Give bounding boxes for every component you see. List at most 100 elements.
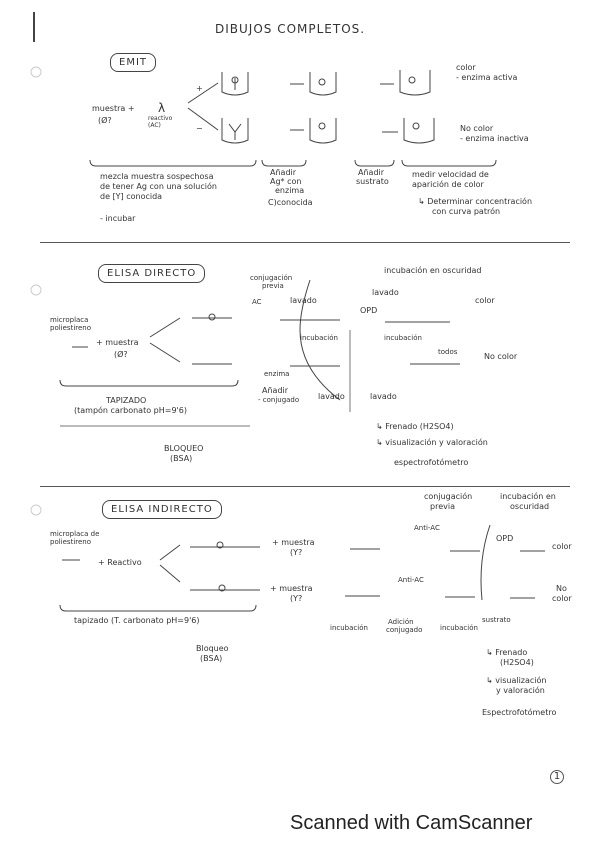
- ei-plate-1: microplaca de: [50, 530, 100, 538]
- emit-note-subs-2: sustrato: [356, 177, 389, 186]
- ei-dark-2: oscuridad: [510, 502, 550, 511]
- page-number: 1: [550, 770, 564, 784]
- punch-hole: [30, 66, 42, 78]
- branch-line-down: [187, 107, 219, 131]
- ed-stop: ↳ Frenado (H2SO4): [376, 422, 454, 431]
- emit-reagent: reactivo (AC): [148, 115, 173, 129]
- emit-note-add-1: Añadir: [270, 168, 297, 177]
- cup-icon: [221, 118, 249, 144]
- emit-note-mix-1: mezcla muestra sospechosa: [100, 172, 214, 181]
- emit-note-meas-1: medir velocidad de: [412, 170, 489, 179]
- ei-sample-a: + muestra: [272, 538, 315, 547]
- emit-heading: EMIT: [110, 53, 157, 72]
- emit-incubate: - incubar: [100, 214, 136, 223]
- ed-block-2: (BSA): [170, 454, 193, 463]
- emit-result-pos-2: - enzima activa: [456, 73, 518, 82]
- ei-block-1: Bloqueo: [196, 644, 229, 653]
- emit-result-neg-2: - enzima inactiva: [460, 134, 529, 143]
- ed-plate-1: microplaca: [50, 316, 89, 324]
- brace: [354, 159, 395, 167]
- ei-visual-1: ↳ visualización: [486, 676, 547, 685]
- ed-sample: + muestra: [96, 338, 139, 347]
- ed-coating-2: (tampón carbonato pH=9'6): [74, 406, 187, 415]
- ed-color-neg: No color: [484, 352, 518, 361]
- ei-color-neg-1: No: [556, 584, 567, 593]
- ed-wash3: lavado: [318, 392, 345, 401]
- brace: [89, 159, 257, 167]
- ei-sample-b2: (Y?: [290, 594, 303, 603]
- ei-opd: OPD: [496, 534, 514, 543]
- ed-color-pos: color: [475, 296, 495, 305]
- cup-icon: [309, 72, 337, 96]
- emit-plus-sign: +: [196, 84, 203, 93]
- ei-conj-1: conjugación: [424, 492, 473, 501]
- ei-stop-1: ↳ Frenado: [486, 648, 528, 657]
- ei-add-conj-2: conjugado: [386, 626, 423, 634]
- ed-conj-2: previa: [262, 282, 284, 290]
- brace: [401, 159, 497, 167]
- brace: [59, 379, 239, 387]
- emit-note-meas-2: aparición de color: [412, 180, 484, 189]
- emit-note-mix-3: de [Y] conocida: [100, 192, 163, 201]
- emit-result-neg-1: No color: [460, 124, 494, 133]
- ed-visual: ↳ visualización y valoración: [376, 438, 488, 447]
- ed-enzyme: enzima: [264, 370, 290, 378]
- ed-add-2: - conjugado: [258, 396, 300, 404]
- lambda-icon: λ: [158, 101, 166, 115]
- cup-icon: [399, 70, 431, 96]
- ei-substrate: sustrato: [482, 616, 511, 624]
- elisa-direct-heading: ELISA DIRECTO: [98, 264, 206, 283]
- ed-plate-2: poliestireno: [50, 324, 92, 332]
- ed-wash: lavado: [290, 296, 317, 305]
- ei-conj-2: previa: [430, 502, 455, 511]
- ei-color-pos: color: [552, 542, 572, 551]
- ei-anti-ac2: Anti-AC: [398, 576, 424, 584]
- emit-result-pos-1: color: [456, 63, 476, 72]
- ei-anti-ac: Anti-AC: [414, 524, 440, 532]
- ei-incubation: incubación: [330, 624, 368, 632]
- page-title: DIBUJOS COMPLETOS.: [215, 22, 366, 36]
- section-divider: [40, 242, 570, 243]
- branch-line-up: [187, 82, 219, 104]
- ei-visual-2: y valoración: [496, 686, 545, 695]
- brace: [59, 604, 257, 612]
- section-divider: [40, 486, 570, 487]
- ei-spectro: Espectrofotómetro: [482, 708, 557, 717]
- emit-note-mix-2: de tener Ag con una solución: [100, 182, 217, 191]
- cup-icon: [221, 72, 249, 96]
- emit-note-add-3: enzima: [275, 186, 305, 195]
- ei-add-conj-1: Adición: [388, 618, 414, 626]
- ei-sample-b: + muestra: [270, 584, 313, 593]
- ei-stop-2: (H2SO4): [500, 658, 534, 667]
- ed-incubation: incubación: [300, 334, 338, 342]
- ed-spectro: espectrofotómetro: [394, 458, 469, 467]
- brace: [261, 159, 307, 167]
- emit-note-add-4: C)conocida: [268, 198, 313, 207]
- ed-ac: AC: [252, 298, 262, 306]
- emit-note-conc-2: con curva patrón: [432, 207, 501, 216]
- ed-todos: todos: [438, 348, 458, 356]
- ed-add-1: Añadir: [262, 386, 289, 395]
- ed-sample2: (Ø?: [114, 350, 128, 359]
- ed-wash2: lavado: [372, 288, 399, 297]
- ed-incubation2: incubación: [384, 334, 422, 342]
- emit-note-subs-1: Añadir: [358, 168, 385, 177]
- cup-icon: [403, 118, 435, 144]
- elisa-indirect-heading: ELISA INDIRECTO: [102, 500, 222, 519]
- ei-plate-2: poliestireno: [50, 538, 92, 546]
- ei-sample-a2: (Y?: [290, 548, 303, 557]
- bracket: [299, 279, 341, 401]
- emit-note-conc-1: ↳ Determinar concentración: [418, 197, 533, 206]
- ei-reagent: + Reactivo: [98, 558, 142, 567]
- emit-sample: muestra +: [92, 104, 135, 113]
- ei-color-neg-2: color: [552, 594, 572, 603]
- ei-dark-1: incubación en: [500, 492, 556, 501]
- emit-sample2: (Ø?: [98, 116, 112, 125]
- ed-conj-1: conjugación: [250, 274, 293, 282]
- ei-incubation2: incubación: [440, 624, 478, 632]
- ed-wash4: lavado: [370, 392, 397, 401]
- ei-block-2: (BSA): [200, 654, 223, 663]
- emit-note-add-2: Ag* con: [270, 177, 302, 186]
- punch-hole: [30, 504, 42, 516]
- ed-block-1: BLOQUEO: [164, 444, 204, 453]
